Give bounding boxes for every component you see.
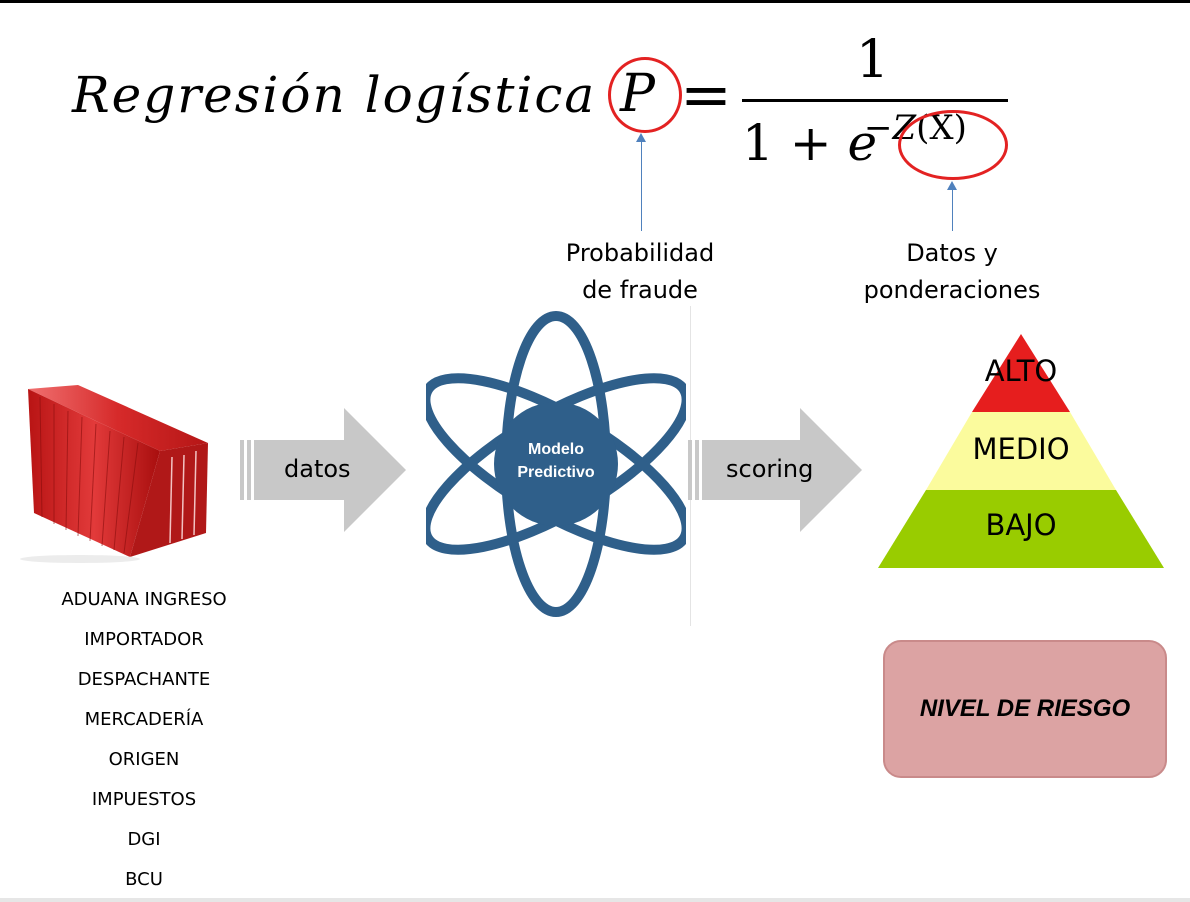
risk-level-low: BAJO [985,508,1057,542]
formula-title: Regresión logística [72,66,597,124]
data-callout-line-1: Datos y [906,239,998,267]
list-item: DGI [127,829,161,850]
scoring-arrow [688,408,862,532]
list-item: ADUANA INGRESO [61,589,227,610]
list-item: ORIGEN [108,749,180,770]
zx-highlight-circle [898,110,1008,180]
pyramid-low [878,490,1164,568]
top-border [0,0,1190,3]
probability-callout-line-2: de fraude [582,276,698,304]
fraction-numerator: 1 [856,30,890,90]
datos-label: datos [284,455,351,483]
list-item: MERCADERÍA [84,709,204,730]
pyramid-high [972,334,1070,412]
probability-callout: Probabilidad de fraude [530,235,750,309]
list-item: IMPORTADOR [84,629,204,650]
probability-highlight-circle [608,57,682,133]
fraction-denominator: 1 + e [742,114,877,172]
data-callout: Datos y ponderaciones [840,235,1064,309]
datos-arrow [240,408,406,532]
model-label-line-1: Modelo [528,441,584,458]
equals-sign: = [680,58,732,131]
exponent-sign: − [864,108,893,148]
shipping-container-icon [20,385,208,563]
list-item: DESPACHANTE [77,669,211,690]
scoring-label: scoring [726,455,814,483]
risk-pyramid [878,334,1164,568]
probability-callout-arrow [636,133,646,231]
fraction-bar [742,99,1008,102]
data-sources-list: ADUANA INGRESO IMPORTADOR DESPACHANTE ME… [44,580,244,900]
risk-level-high: ALTO [984,354,1058,388]
list-item: BCU [125,869,163,890]
model-label: Modelo Predictivo [496,438,616,484]
data-callout-line-2: ponderaciones [863,276,1041,304]
model-label-line-2: Predictivo [517,464,595,481]
denominator-base: 1 + [742,114,848,172]
data-callout-arrow [947,181,957,231]
risk-level-medium: MEDIO [972,432,1070,466]
risk-level-box: NIVEL DE RIESGO [883,640,1167,778]
euler-e: e [847,114,878,172]
list-item: IMPUESTOS [91,789,197,810]
probability-callout-line-1: Probabilidad [565,239,715,267]
bottom-border [0,898,1190,902]
pyramid-medium [926,412,1116,490]
atom-icon [426,311,686,617]
